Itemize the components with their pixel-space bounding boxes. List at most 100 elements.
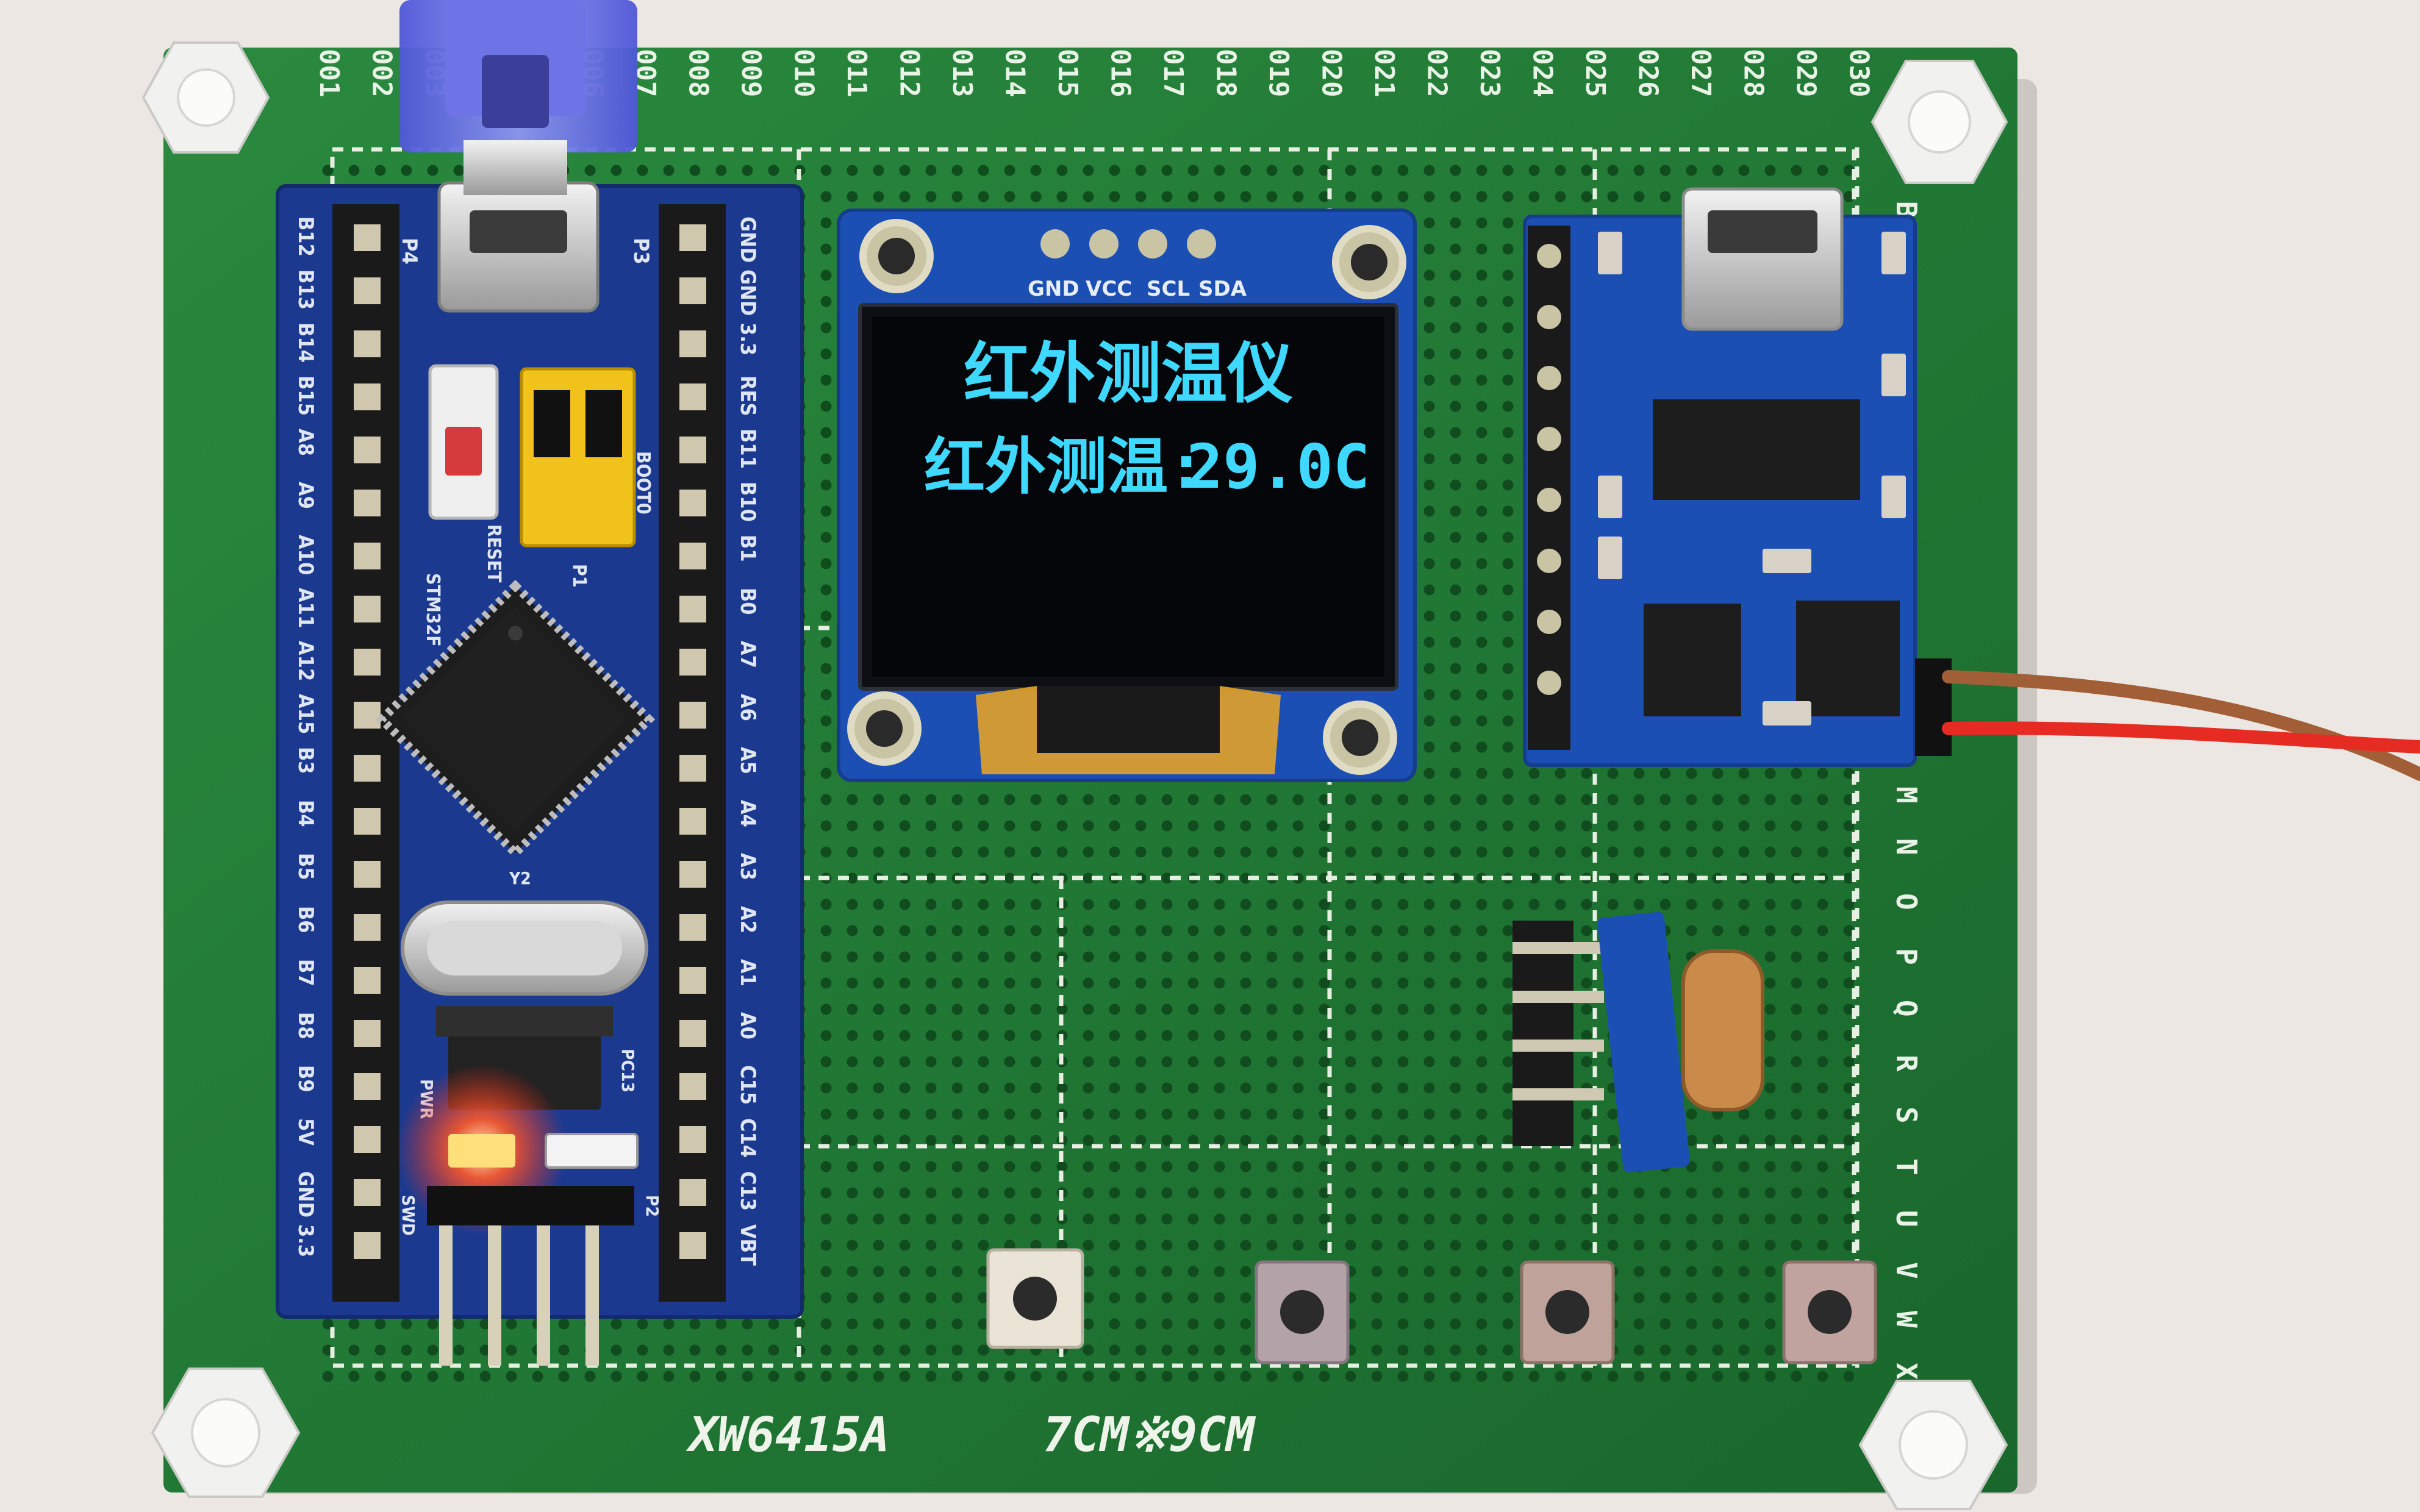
left-pin-label: B14: [293, 323, 318, 363]
header-pin: [679, 1126, 706, 1153]
column-label: 028: [1738, 49, 1769, 97]
column-label: 025: [1580, 49, 1611, 97]
header-pin: [354, 967, 381, 994]
board-model: XW6415A: [686, 1408, 890, 1463]
sensor-can: [1681, 949, 1764, 1111]
column-label: 002: [367, 49, 398, 97]
oled-pin-scl: SCL: [1147, 277, 1190, 301]
row-label: M: [1890, 786, 1923, 804]
column-label: 024: [1527, 49, 1558, 97]
header-pin: [679, 543, 706, 569]
bluepill-left-pin-labels: B12B13B14B15A8A9A10A11A12A15B3B4B5B6B7B8…: [293, 216, 318, 1257]
ir-temp-sensor: [1512, 911, 1764, 1173]
header-pin: [354, 330, 381, 357]
column-label: 011: [841, 49, 872, 97]
label-swd: SWD: [398, 1195, 418, 1236]
left-pin-label: A10: [293, 535, 318, 575]
oled-screen: [872, 317, 1384, 677]
header-pin: [679, 277, 706, 304]
mcu-chip: [375, 579, 656, 860]
column-label: 019: [1263, 49, 1294, 97]
row-label: R: [1890, 1055, 1923, 1072]
standoffs: [141, 41, 2008, 1510]
header-pin: [679, 702, 706, 729]
header-pin: [354, 277, 381, 304]
interface-header-pins: [1528, 226, 1570, 750]
left-pin-label: GND: [293, 1171, 318, 1218]
header-pin: [354, 1073, 381, 1100]
oled-module: GND VCC SCL SDA 红外测温仪 红外测温: 29.0C: [837, 209, 1417, 782]
header-pin: [354, 1179, 381, 1206]
button-3[interactable]: [1520, 1260, 1615, 1364]
header-pin: [679, 490, 706, 516]
header-pin: [354, 224, 381, 251]
usb-cable: [399, 0, 637, 195]
header-pin: [354, 383, 381, 410]
right-pin-label: VBT: [736, 1224, 760, 1266]
usb-plug: [464, 140, 567, 195]
column-label: 009: [736, 49, 767, 97]
column-label: 023: [1474, 49, 1505, 97]
column-label: 027: [1685, 49, 1716, 97]
left-pin-label: B7: [293, 959, 318, 986]
oled-pin-labels: GND VCC SCL SDA: [1028, 277, 1247, 301]
header-pin: [354, 543, 381, 569]
header-pin: [354, 1020, 381, 1047]
header-pin: [679, 967, 706, 994]
right-pin-label: B11: [736, 429, 760, 469]
interface-module: [1523, 187, 1917, 767]
right-pin-label: C14: [736, 1118, 760, 1158]
button-4[interactable]: [1782, 1260, 1877, 1364]
header-pin: [679, 861, 706, 888]
left-pin-label: 3.3: [293, 1224, 318, 1257]
label-p3: P3: [629, 238, 653, 265]
row-label: S: [1890, 1107, 1923, 1124]
sensor-wires: [1915, 658, 2420, 781]
column-label: 008: [683, 49, 714, 97]
interface-chip-main: [1653, 399, 1860, 500]
sensor-header: [1512, 921, 1573, 1146]
right-pin-label: A6: [736, 694, 760, 721]
oled-pin-gnd: GND: [1028, 277, 1079, 301]
tactile-buttons: [986, 1248, 1877, 1364]
column-label: 020: [1316, 49, 1347, 97]
right-pin-label: A1: [736, 959, 760, 986]
row-label: W: [1890, 1311, 1923, 1328]
bluepill-right-pin-labels: GNDGND3.3RESB11B10B1B0A7A6A5A4A3A2A1A0C1…: [736, 216, 760, 1266]
right-pin-label: A5: [736, 747, 760, 774]
column-label: 013: [947, 49, 978, 97]
header-pin: [679, 1232, 706, 1259]
header-pin: [679, 1020, 706, 1047]
left-pin-label: B8: [293, 1012, 318, 1040]
column-label: 026: [1633, 49, 1664, 97]
right-pin-label: A0: [736, 1012, 760, 1040]
right-pin-label: 3.3: [736, 323, 760, 355]
row-label: P: [1890, 948, 1923, 965]
header-pin: [679, 330, 706, 357]
oled-title: 红外测温仪: [964, 336, 1293, 412]
left-pin-label: B12: [293, 216, 318, 257]
pc13-led: [545, 1133, 639, 1169]
row-label: T: [1890, 1158, 1923, 1175]
left-pin-label: B13: [293, 269, 318, 310]
swd-pins: [439, 1225, 599, 1366]
bluepill-pins: [354, 224, 706, 1259]
header-pin: [679, 437, 706, 463]
left-pin-label: A12: [293, 641, 318, 681]
row-label: Q: [1890, 1000, 1923, 1017]
header-pin: [354, 490, 381, 516]
header-pin: [679, 649, 706, 676]
oled-reading-value: 29.0C: [1186, 431, 1370, 502]
right-pin-label: RES: [736, 376, 760, 416]
button-1[interactable]: [986, 1248, 1084, 1349]
right-pin-label: A4: [736, 800, 760, 827]
interface-usb-port: [1681, 187, 1844, 331]
button-2[interactable]: [1255, 1260, 1350, 1364]
row-label: V: [1890, 1262, 1923, 1279]
header-pin: [354, 808, 381, 835]
oled-pin-vcc: VCC: [1086, 277, 1132, 301]
label-p1: P1: [568, 564, 590, 588]
right-pin-label: B1: [736, 535, 760, 562]
label-pc13: PC13: [618, 1049, 638, 1093]
